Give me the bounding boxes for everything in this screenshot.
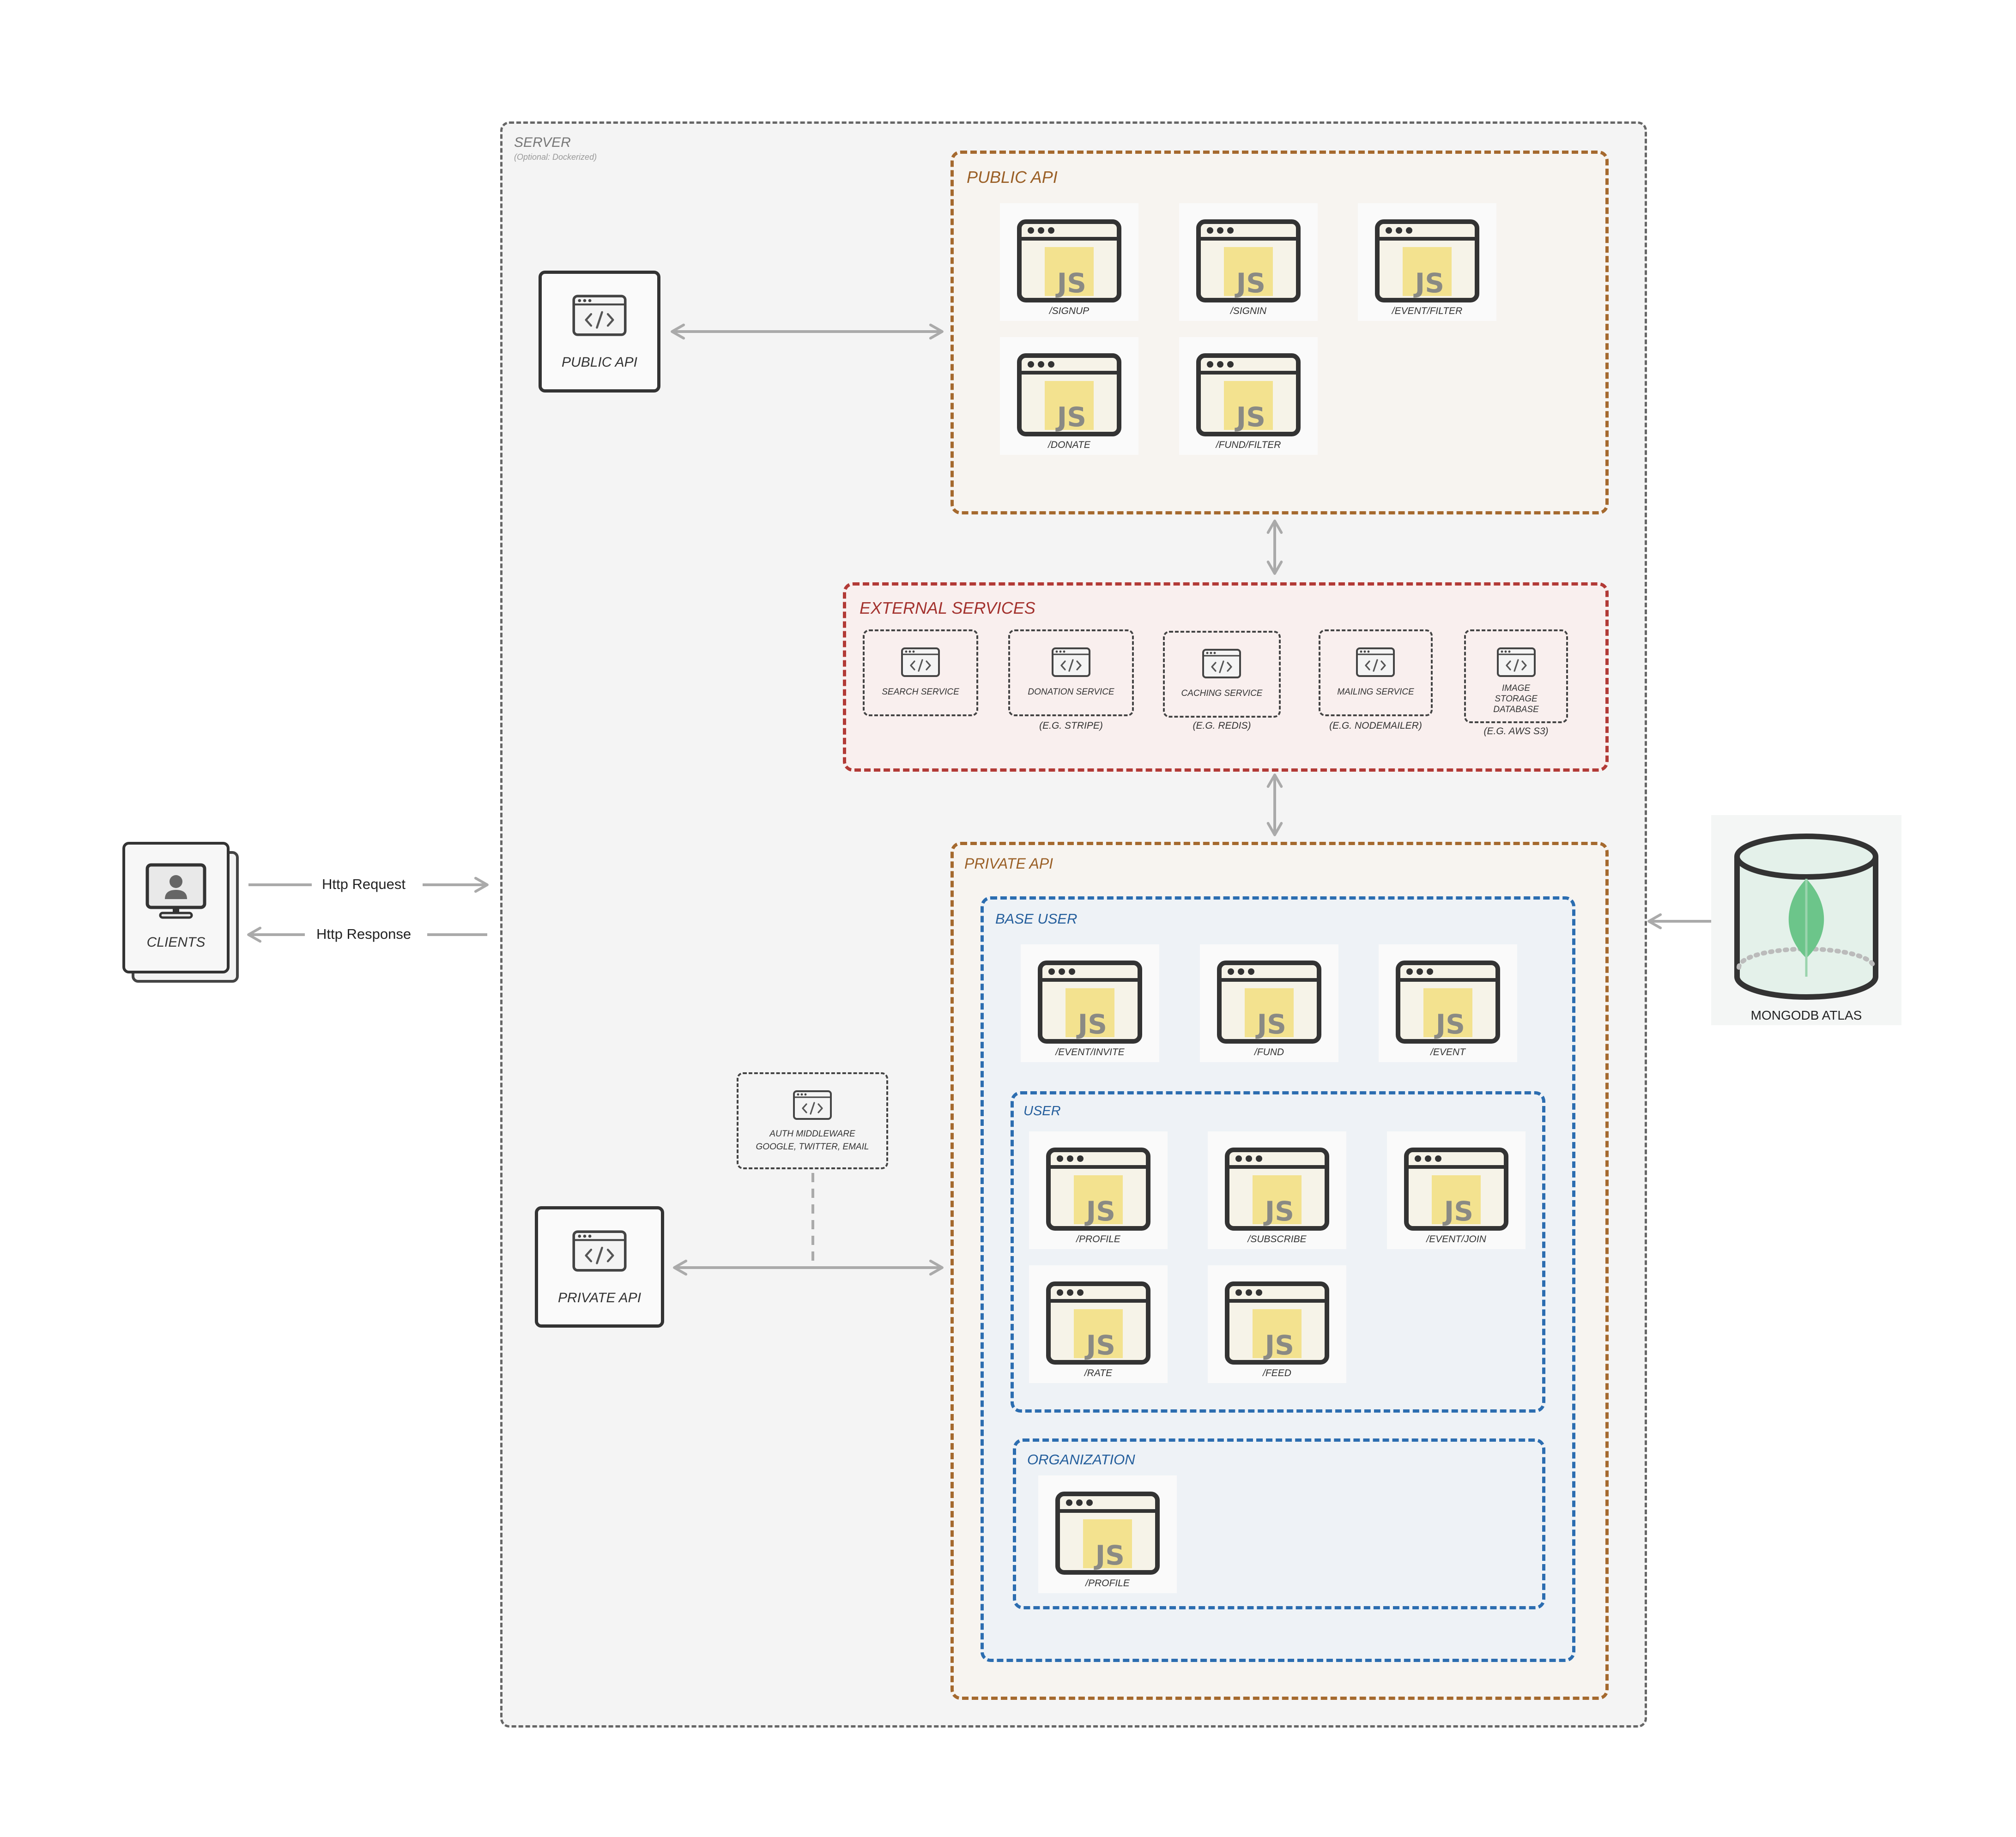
endpoint-label: /PROFILE: [1076, 1234, 1120, 1245]
endpoint-label: /EVENT/FILTER: [1392, 306, 1463, 316]
service-example: (E.G. NODEMAILER): [1329, 720, 1422, 731]
endpoint-tile: /PROFILE: [1029, 1131, 1168, 1249]
http-response-label: Http Response: [316, 926, 412, 942]
auth-middleware-providers: GOOGLE, TWITTER, EMAIL: [756, 1142, 869, 1152]
code-window-icon: [572, 294, 627, 337]
endpoint-label: /SIGNUP: [1049, 306, 1090, 316]
public-api-card-label: PUBLIC API: [562, 355, 637, 370]
js-file-icon: [1017, 353, 1121, 436]
js-file-icon: [1055, 1492, 1160, 1575]
endpoint-tile: /FUND: [1200, 944, 1338, 1062]
auth-middleware-box: AUTH MIDDLEWARE GOOGLE, TWITTER, EMAIL: [737, 1072, 888, 1169]
js-file-icon: [1217, 961, 1321, 1044]
endpoint-tile: /SUBSCRIBE: [1208, 1131, 1346, 1249]
image-storage-box: IMAGE STORAGE DATABASE: [1464, 629, 1568, 723]
endpoint-label: /EVENT: [1430, 1047, 1465, 1057]
endpoint-label: /DONATE: [1048, 440, 1090, 450]
js-file-icon: [1038, 961, 1142, 1044]
endpoint-tile: /PROFILE: [1038, 1475, 1177, 1593]
donation-service-box: DONATION SERVICE: [1008, 629, 1134, 716]
code-window-icon: [901, 647, 940, 677]
js-file-icon: [1046, 1281, 1150, 1365]
endpoint-tile: /SIGNIN: [1179, 203, 1318, 321]
organization-title: ORGANIZATION: [1027, 1451, 1135, 1468]
js-file-icon: [1196, 219, 1301, 302]
service-name: CACHING SERVICE: [1181, 689, 1263, 698]
service-example: (E.G. AWS S3): [1483, 726, 1549, 737]
endpoint-label: /SIGNIN: [1230, 306, 1267, 316]
endpoint-tile: /EVENT/JOIN: [1387, 1131, 1526, 1249]
mongodb-leaf-icon: [1734, 834, 1878, 1000]
endpoint-tile: /DONATE: [1000, 337, 1138, 455]
mongodb-tile: MONGODB ATLAS: [1711, 815, 1901, 1025]
code-window-icon: [1202, 648, 1241, 679]
auth-middleware-title: AUTH MIDDLEWARE: [769, 1129, 855, 1139]
js-file-icon: [1017, 219, 1121, 302]
private-api-card-label: PRIVATE API: [557, 1290, 642, 1305]
service-name: IMAGE STORAGE DATABASE: [1493, 683, 1539, 714]
endpoint-tile: /FEED: [1208, 1265, 1346, 1383]
mailing-service-box: MAILING SERVICE: [1319, 629, 1433, 716]
private-api-card: PRIVATE API: [535, 1206, 664, 1328]
code-window-icon: [1051, 647, 1091, 677]
private-api-title: PRIVATE API: [964, 855, 1053, 872]
endpoint-label: /EVENT/JOIN: [1426, 1234, 1486, 1245]
endpoint-label: /FEED: [1263, 1368, 1291, 1378]
code-window-icon: [793, 1090, 832, 1120]
js-file-icon: [1196, 353, 1301, 436]
service-name: SEARCH SERVICE: [882, 687, 959, 697]
caching-service-box: CACHING SERVICE: [1163, 631, 1281, 718]
js-file-icon: [1225, 1148, 1329, 1231]
js-file-icon: [1225, 1281, 1329, 1365]
endpoint-tile: /EVENT/INVITE: [1021, 944, 1159, 1062]
search-service-box: SEARCH SERVICE: [863, 629, 978, 716]
clients-label: CLIENTS: [146, 935, 206, 950]
server-title: SERVER: [514, 135, 571, 150]
endpoint-label: /PROFILE: [1085, 1578, 1130, 1589]
code-window-icon: [1496, 647, 1536, 677]
endpoint-label: /EVENT/INVITE: [1055, 1047, 1125, 1057]
endpoint-tile: /EVENT: [1379, 944, 1517, 1062]
js-file-icon: [1404, 1148, 1508, 1231]
service-example: (E.G. REDIS): [1193, 720, 1251, 731]
base-user-title: BASE USER: [995, 911, 1078, 927]
server-subtitle: (Optional: Dockerized): [514, 152, 597, 162]
js-file-icon: [1046, 1148, 1150, 1231]
code-window-icon: [572, 1230, 627, 1272]
endpoint-tile: /RATE: [1029, 1265, 1168, 1383]
endpoint-tile: /FUND/FILTER: [1179, 337, 1318, 455]
code-window-icon: [1356, 647, 1395, 677]
http-request-label: Http Request: [322, 876, 406, 892]
endpoint-tile: /EVENT/FILTER: [1358, 203, 1496, 321]
monitor-user-icon: [145, 863, 206, 919]
clients-card: CLIENTS: [122, 842, 230, 973]
external-services-title: EXTERNAL SERVICES: [860, 598, 1035, 617]
mongodb-label: MONGODB ATLAS: [1750, 1008, 1862, 1022]
js-file-icon: [1396, 961, 1500, 1044]
public-api-card: PUBLIC API: [539, 271, 660, 393]
endpoint-label: /FUND: [1254, 1047, 1284, 1057]
endpoint-label: /FUND/FILTER: [1216, 440, 1281, 450]
endpoint-label: /RATE: [1084, 1368, 1113, 1378]
js-file-icon: [1375, 219, 1479, 302]
endpoint-label: /SUBSCRIBE: [1247, 1234, 1307, 1245]
service-name: MAILING SERVICE: [1337, 687, 1414, 697]
service-name: DONATION SERVICE: [1028, 687, 1114, 697]
endpoint-tile: /SIGNUP: [1000, 203, 1138, 321]
user-title: USER: [1023, 1104, 1061, 1118]
public-api-title: PUBLIC API: [967, 168, 1058, 187]
service-example: (E.G. STRIPE): [1039, 720, 1103, 731]
